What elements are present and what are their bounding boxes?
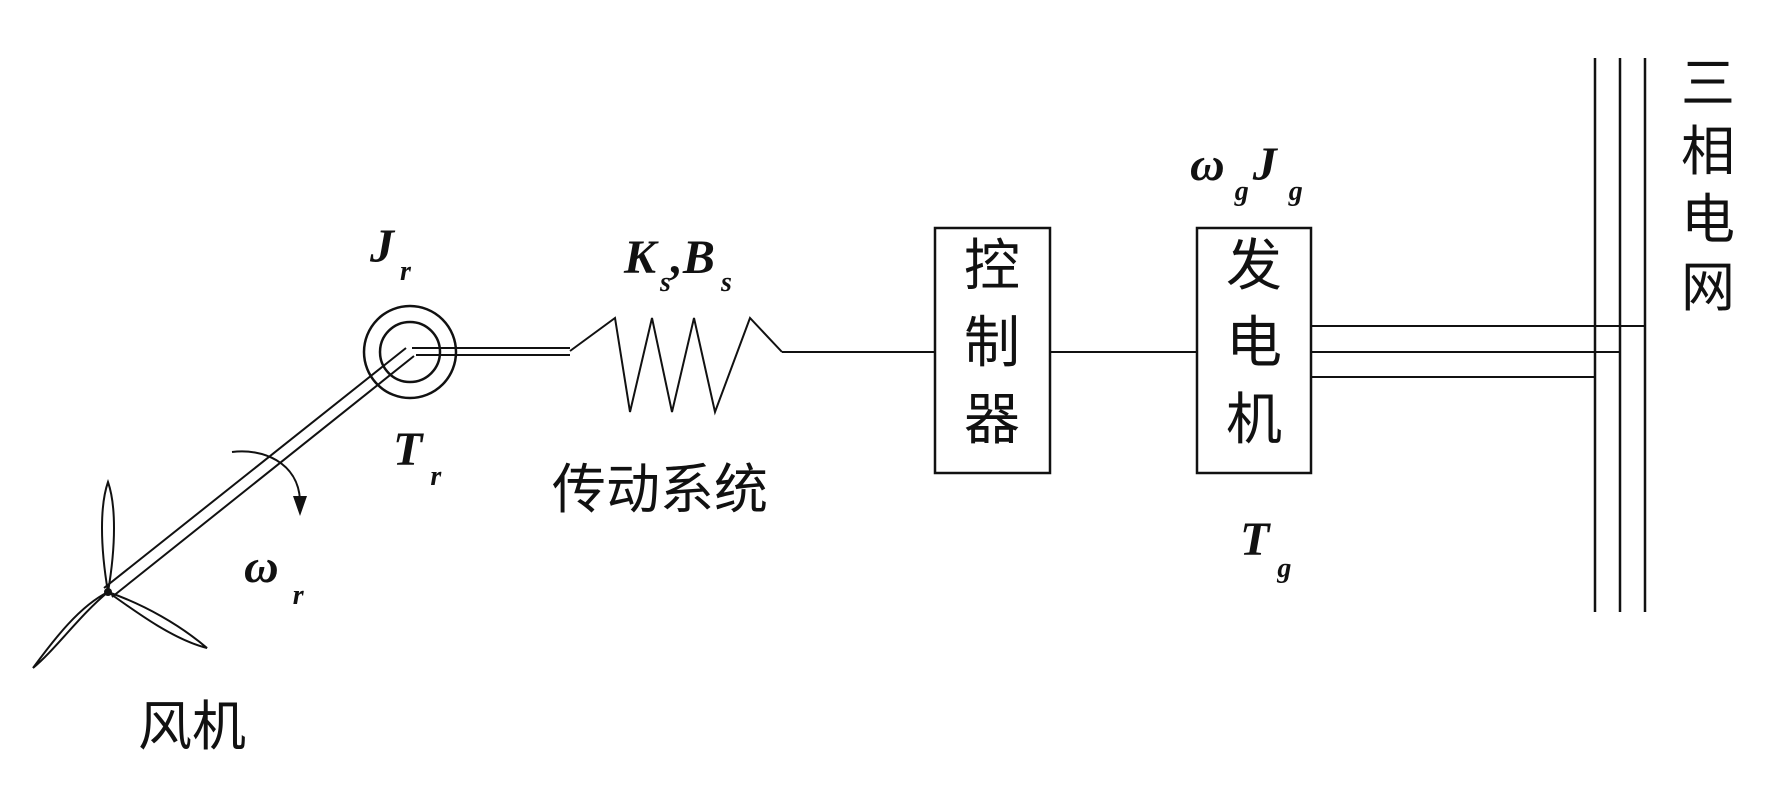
grid-label: 三 相 电 网 <box>1681 52 1735 319</box>
turbine-blades-icon <box>32 478 208 669</box>
generator-speed-inertia-label: ωgJg <box>1190 138 1303 207</box>
svg-text:机: 机 <box>1226 388 1282 453</box>
svg-text:控: 控 <box>964 234 1020 299</box>
rotor-shaft <box>103 347 415 598</box>
generator-label: 发 电 机 <box>1226 234 1282 453</box>
turbine-label: 风机 <box>138 695 246 758</box>
svg-text:电: 电 <box>1226 311 1282 376</box>
generator-torque-label: Tg <box>1240 513 1291 584</box>
rotation-arrow-icon <box>231 450 307 516</box>
svg-text:三: 三 <box>1681 52 1735 115</box>
svg-text:器: 器 <box>964 388 1020 453</box>
svg-text:制: 制 <box>964 311 1020 376</box>
rotor-speed-label: ωr <box>244 540 305 611</box>
svg-text:网: 网 <box>1681 256 1735 319</box>
low-speed-shaft <box>412 347 570 356</box>
svg-text:发: 发 <box>1226 234 1282 299</box>
controller-label: 控 制 器 <box>964 234 1020 453</box>
generator-box <box>1195 226 1313 475</box>
grid-busbars <box>1593 58 1647 612</box>
controller-box <box>933 226 1052 475</box>
svg-text:相: 相 <box>1681 120 1735 183</box>
svg-text:电: 电 <box>1681 188 1735 251</box>
drivetrain-spring <box>569 316 783 416</box>
drivetrain-label: 传动系统 <box>552 458 768 521</box>
rotor-inertia-disk <box>362 304 458 400</box>
three-phase-lines <box>1311 325 1645 378</box>
rotor-torque-label: Tr <box>393 423 442 492</box>
